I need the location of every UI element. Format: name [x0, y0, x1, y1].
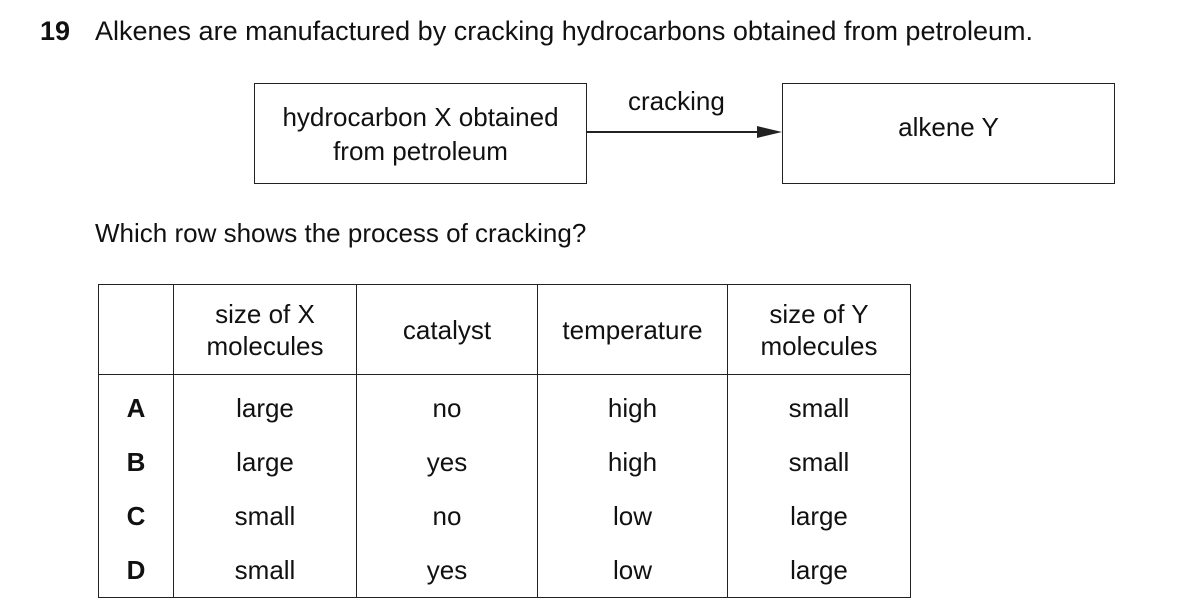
header-size-x-line-1: size of X: [215, 298, 315, 329]
table-row: D small yes low large: [98, 543, 911, 598]
header-size-y: size of Y molecules: [727, 284, 911, 375]
size-x-cell: large: [173, 435, 357, 489]
row-key: B: [98, 435, 174, 489]
question-text: Alkenes are manufactured by cracking hyd…: [95, 16, 1033, 46]
table-row: A large no high small: [98, 374, 911, 435]
size-x-cell: small: [173, 489, 357, 543]
header-catalyst-text: catalyst: [402, 314, 492, 345]
cracking-arrow-label: cracking: [628, 86, 725, 116]
table-row: B large yes high small: [98, 435, 911, 489]
size-x-cell: large: [173, 374, 357, 435]
size-y-cell: large: [727, 543, 911, 598]
header-size-x-line-2: molecules: [206, 330, 324, 361]
question-prompt: Which row shows the process of cracking?: [95, 218, 587, 248]
hydrocarbon-x-box: hydrocarbon X obtained from petroleum: [254, 83, 587, 184]
temperature-cell: high: [537, 435, 728, 489]
temperature-cell: low: [537, 543, 728, 598]
size-x-cell: small: [173, 543, 357, 598]
question-number: 19: [40, 16, 71, 46]
header-size-y-line-2: molecules: [760, 330, 878, 361]
header-key-cell: [98, 284, 174, 375]
hydrocarbon-x-line-1: hydrocarbon X obtained: [282, 101, 559, 132]
size-y-cell: small: [727, 435, 911, 489]
header-size-x: size of X molecules: [173, 284, 357, 375]
catalyst-cell: no: [356, 489, 538, 543]
table-row: C small no low large: [98, 489, 911, 543]
header-temperature: temperature: [537, 284, 728, 375]
row-key: A: [98, 374, 174, 435]
alkene-y-box: alkene Y: [782, 83, 1115, 184]
header-temperature-text: temperature: [562, 314, 703, 345]
catalyst-cell: yes: [356, 435, 538, 489]
size-y-cell: small: [727, 374, 911, 435]
header-catalyst: catalyst: [356, 284, 538, 375]
catalyst-cell: no: [356, 374, 538, 435]
temperature-cell: high: [537, 374, 728, 435]
answer-table: size of X molecules catalyst temperature…: [98, 284, 911, 598]
row-key: D: [98, 543, 174, 598]
catalyst-cell: yes: [356, 543, 538, 598]
right-arrow-icon: [587, 126, 782, 138]
hydrocarbon-x-line-2: from petroleum: [333, 135, 508, 166]
header-size-y-line-1: size of Y: [769, 298, 869, 329]
table-header-row: size of X molecules catalyst temperature…: [98, 284, 911, 375]
temperature-cell: low: [537, 489, 728, 543]
size-y-cell: large: [727, 489, 911, 543]
row-key: C: [98, 489, 174, 543]
alkene-y-label: alkene Y: [898, 111, 999, 142]
